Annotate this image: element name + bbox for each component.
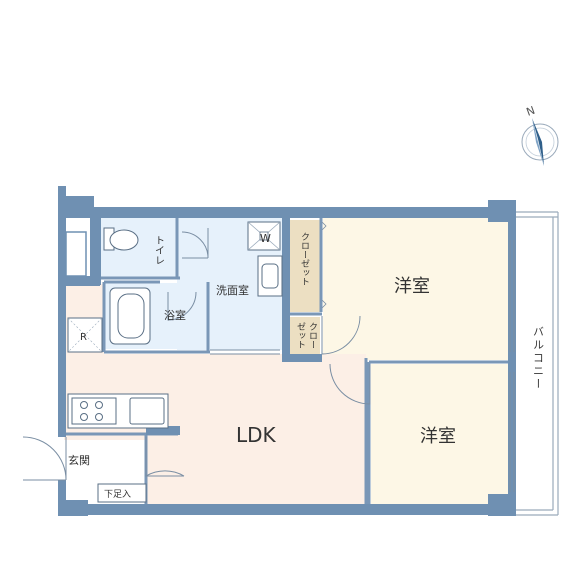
bedroom-south-floor	[371, 364, 513, 504]
doors	[22, 228, 515, 492]
shoe-box-label: 下足入	[104, 489, 131, 500]
closet-upper-floor	[288, 220, 320, 312]
closet-lower-floor	[288, 317, 320, 357]
closet-lower-label-2: ゼット	[295, 322, 306, 349]
fridge-label: R	[80, 332, 87, 343]
bathtub	[109, 287, 151, 345]
balcony-label: バルコニー	[532, 326, 545, 391]
bath-label: 浴室	[164, 308, 186, 322]
washer-drain	[259, 231, 269, 241]
fridge-diag-2	[67, 317, 103, 353]
closet-upper-label: クローゼット	[299, 232, 310, 286]
bedroom-south-label: 洋室	[420, 426, 456, 447]
shoe-box	[97, 483, 147, 503]
washroom-label: 洗面室	[216, 283, 249, 297]
ldk-label: LDK	[236, 423, 277, 447]
pipe-space	[65, 231, 87, 277]
closet-markers	[321, 221, 327, 309]
compass-n-label: N	[525, 104, 537, 119]
balcony	[516, 211, 559, 516]
wash-basin	[257, 255, 283, 297]
entrance-label: 玄関	[68, 453, 90, 467]
closet-lower-label-1: クロー	[307, 322, 317, 349]
exterior-walls	[58, 186, 516, 516]
bedroom-north-label: 洋室	[394, 276, 430, 297]
compass-icon: N	[521, 104, 559, 166]
ldk-floor	[64, 284, 366, 504]
toilet-label: トイレ	[153, 235, 165, 265]
kitchen-counter	[67, 393, 169, 429]
washer-label: W	[260, 232, 271, 245]
toilet-fixture	[103, 227, 139, 251]
